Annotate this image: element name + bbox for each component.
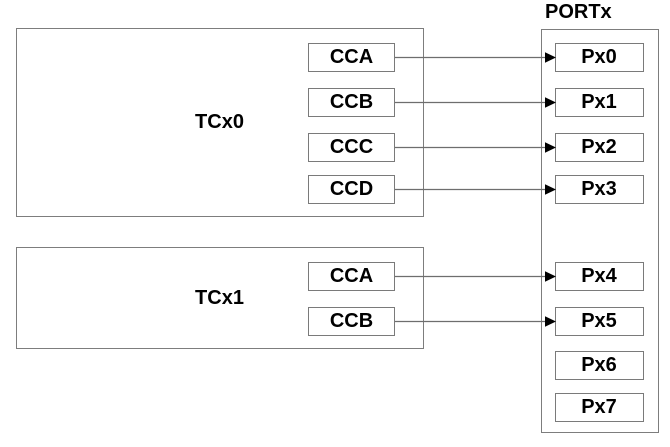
px4-box: Px4 — [554, 261, 644, 291]
px6-box: Px6 — [554, 350, 644, 380]
px2-box: Px2 — [554, 132, 644, 162]
tc0-ccd-box: CCD — [308, 175, 395, 204]
tc1-cca-box: CCA — [308, 262, 395, 291]
px7-box: Px7 — [554, 392, 644, 422]
tc1-ccb-box: CCB — [308, 307, 395, 336]
px3-box: Px3 — [554, 174, 644, 204]
tc1-block: TCx1 CCA CCB — [16, 247, 424, 349]
port-title: PORTx — [545, 1, 612, 23]
tc0-ccb-box: CCB — [308, 88, 395, 117]
tc0-ccc-box: CCC — [308, 133, 395, 162]
px5-box: Px5 — [554, 306, 644, 336]
portx-block: Px0 Px1 Px2 Px3 Px4 Px5 Px6 Px7 — [541, 29, 659, 433]
tc1-label: TCx1 — [195, 286, 244, 309]
tc0-cca-box: CCA — [308, 43, 395, 72]
px1-box: Px1 — [554, 87, 644, 117]
tc0-label: TCx0 — [195, 111, 244, 133]
tc0-block: TCx0 CCA CCB CCC CCD — [16, 28, 424, 217]
px0-box: Px0 — [554, 42, 644, 72]
